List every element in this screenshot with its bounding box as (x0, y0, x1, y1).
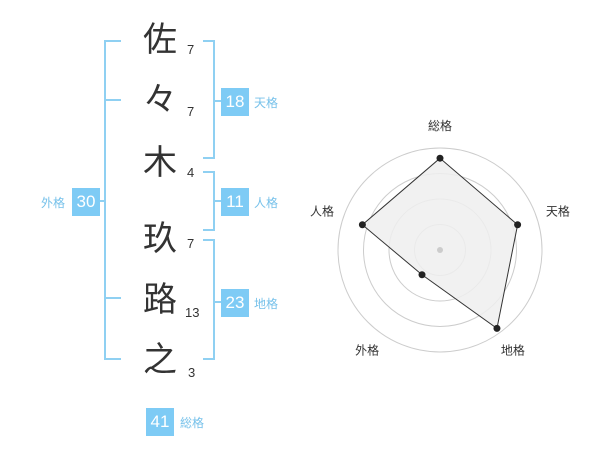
name-char-2: 々 (143, 80, 177, 120)
stroke-count-1: 7 (187, 42, 195, 57)
radar-axis-label: 天格 (546, 204, 570, 219)
gaikaku-value: 30 (72, 188, 100, 216)
radar-center-dot (437, 247, 443, 253)
name-char-4: 玖 (143, 219, 177, 259)
soukaku-label: 総格 (180, 416, 205, 430)
stroke-count-4: 7 (187, 236, 195, 251)
stroke-count-2: 7 (187, 104, 195, 119)
soukaku-value: 41 (146, 408, 174, 436)
tenkaku-label: 天格 (254, 96, 279, 110)
gaikaku-label: 外格 (41, 196, 66, 210)
chikaku-bracket (203, 239, 215, 360)
stroke-count-3: 4 (187, 165, 195, 180)
radar-point (418, 271, 426, 279)
name-char-1: 佐 (143, 20, 177, 60)
radar-point (493, 324, 501, 332)
name-char-5: 路 (143, 280, 177, 320)
chikaku-value: 23 (221, 289, 249, 317)
radar-axis-label: 総格 (428, 118, 452, 133)
radar-axis-label: 外格 (355, 342, 379, 357)
radar-point (358, 221, 366, 229)
stroke-count-5: 13 (185, 305, 200, 320)
name-char-6: 之 (143, 340, 177, 380)
tenkaku-value: 18 (221, 88, 249, 116)
stroke-count-6: 3 (188, 365, 196, 380)
radar-axis-label: 人格 (310, 204, 334, 219)
tenkaku-bracket (203, 40, 215, 159)
jinkaku-value: 11 (221, 188, 249, 216)
radar-grid-ring (337, 147, 543, 353)
name-char-3: 木 (143, 143, 177, 183)
radar-series-area (361, 157, 519, 330)
radar-point (514, 221, 522, 229)
radar-point (436, 154, 444, 162)
chikaku-label: 地格 (254, 297, 279, 311)
radar-axis-label: 地格 (501, 342, 525, 357)
jinkaku-label: 人格 (254, 196, 279, 210)
